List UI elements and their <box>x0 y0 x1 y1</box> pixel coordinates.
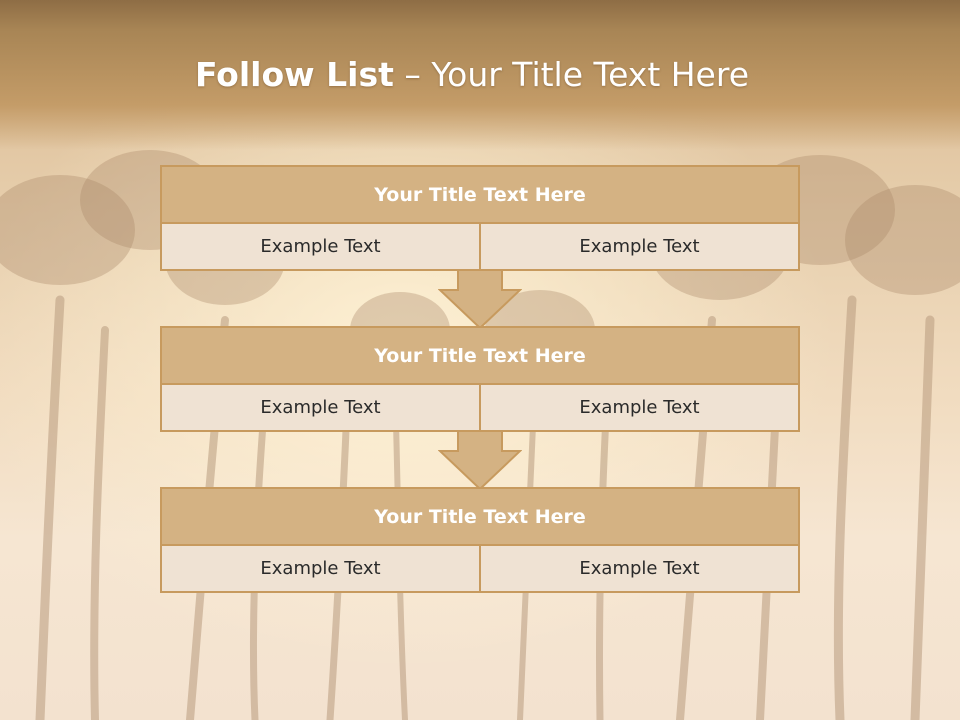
step-title-3: Your Title Text Here <box>162 489 798 546</box>
step-1-right-text: Example Text <box>479 224 798 269</box>
slide-title: Follow List – Your Title Text Here <box>0 52 944 98</box>
step-row-3: Example Text Example Text <box>162 546 798 591</box>
step-box-3[interactable]: Your Title Text Here Example Text Exampl… <box>160 487 800 593</box>
slide-title-bold: Follow List <box>194 55 394 94</box>
step-title-1: Your Title Text Here <box>162 167 798 224</box>
down-arrow-icon <box>438 270 522 330</box>
down-arrow-icon <box>438 431 522 491</box>
title-band <box>0 0 960 150</box>
step-row-1: Example Text Example Text <box>162 224 798 269</box>
step-title-2: Your Title Text Here <box>162 328 798 385</box>
step-2-left-text: Example Text <box>162 385 479 430</box>
slide-title-rest: – Your Title Text Here <box>404 55 750 94</box>
step-box-2[interactable]: Your Title Text Here Example Text Exampl… <box>160 326 800 432</box>
step-3-left-text: Example Text <box>162 546 479 591</box>
step-3-right-text: Example Text <box>479 546 798 591</box>
step-box-1[interactable]: Your Title Text Here Example Text Exampl… <box>160 165 800 271</box>
step-row-2: Example Text Example Text <box>162 385 798 430</box>
step-1-left-text: Example Text <box>162 224 479 269</box>
step-2-right-text: Example Text <box>479 385 798 430</box>
